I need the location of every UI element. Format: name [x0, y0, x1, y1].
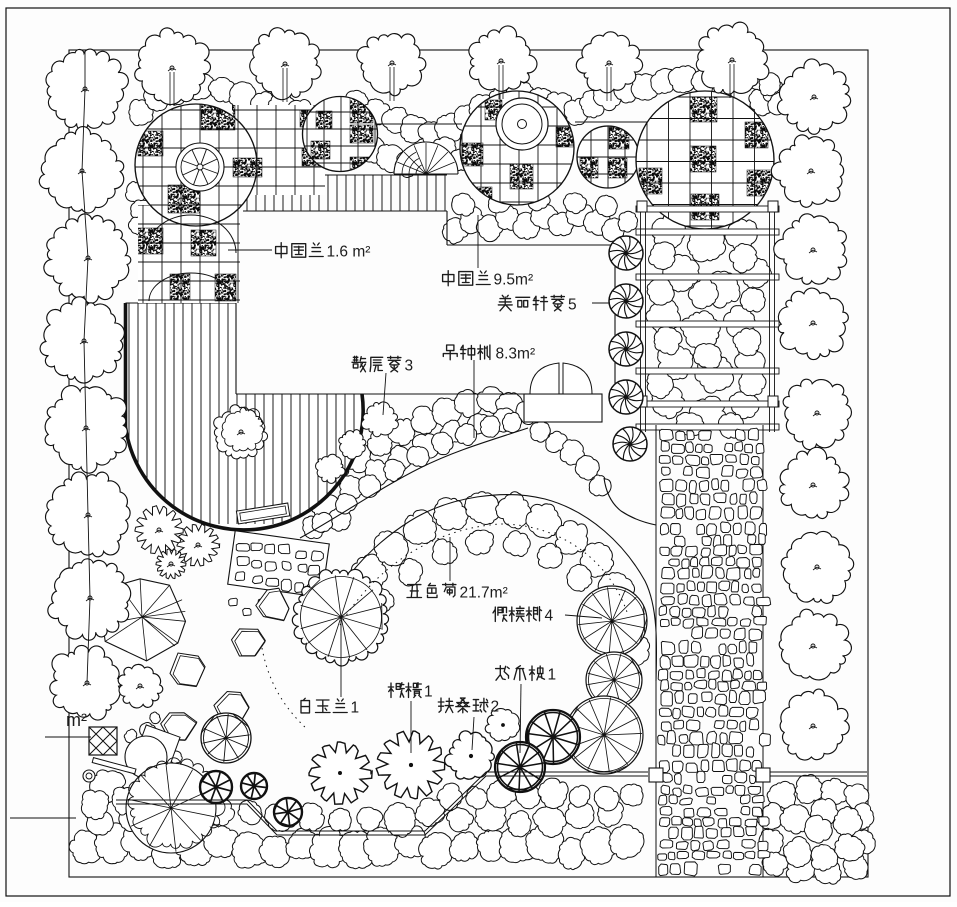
- svg-text:1: 1: [424, 684, 433, 701]
- svg-text:1: 1: [548, 667, 557, 684]
- svg-text:8.3m²: 8.3m²: [496, 346, 536, 363]
- svg-text:1.6 m²: 1.6 m²: [327, 244, 371, 261]
- svg-text:5: 5: [568, 297, 577, 314]
- svg-text:21.7m²: 21.7m²: [460, 585, 508, 602]
- svg-text:3: 3: [405, 358, 414, 375]
- svg-text:2: 2: [491, 699, 500, 716]
- svg-text:9.5m²: 9.5m²: [494, 272, 534, 289]
- svg-text:m²: m²: [66, 710, 87, 730]
- svg-text:1: 1: [351, 700, 360, 717]
- svg-text:4: 4: [545, 608, 554, 625]
